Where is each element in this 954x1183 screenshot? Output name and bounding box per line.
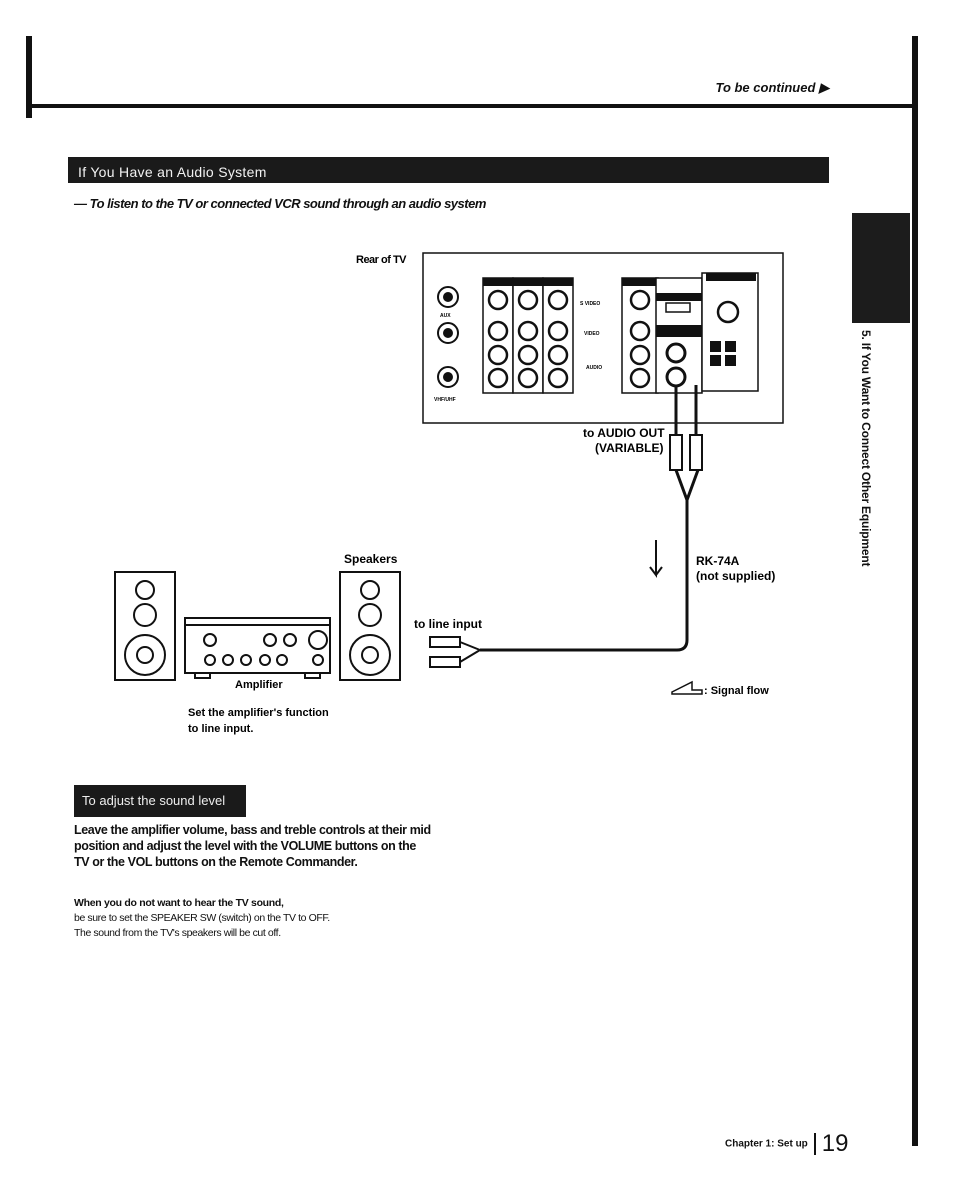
port-audio: AUDIO [586, 365, 602, 371]
adjust-title: To adjust the sound level [74, 785, 246, 817]
adjust-body: Leave the amplifier volume, bass and tre… [74, 823, 431, 869]
top-rule [30, 104, 912, 108]
line-input-plugs [429, 636, 483, 668]
amp-note-2: to line input. [188, 723, 253, 735]
speaker-switch [665, 302, 691, 313]
note-line-1: be sure to set the SPEAKER SW (switch) o… [74, 912, 330, 924]
chapter-side-title-text: 5. If You Want to Connect Other Equipmen… [859, 330, 873, 567]
connection-diagram: Rear of TV AUX VHF/UHF S VIDEO VIDEO AUD… [114, 252, 784, 735]
page-number: 19 [821, 1130, 849, 1157]
port-vhf-uhf: VHF/UHF [434, 397, 456, 403]
to-audio-out-label: to AUDIO OUT [583, 426, 665, 440]
audio-cable [480, 385, 703, 652]
video-input-jacks [487, 289, 569, 389]
speakers-label: Speakers [344, 552, 398, 566]
amplifier-label: Amplifier [235, 679, 283, 691]
port-s-video: S VIDEO [580, 301, 600, 307]
amp-note-1: Set the amplifier's function [188, 707, 329, 719]
port-video: VIDEO [584, 331, 600, 337]
monitor-out-block [621, 277, 659, 394]
chapter-label: Chapter 1: Set up [725, 1138, 808, 1150]
cable-model: RK-74A [696, 554, 740, 568]
chapter-side-title: 5. If You Want to Connect Other Equipmen… [847, 330, 877, 590]
video-input-blocks [482, 277, 574, 394]
antenna-jacks [437, 286, 459, 388]
speaker-terminal-block [701, 272, 759, 392]
cable-note: (not supplied) [696, 569, 775, 583]
note-heading: When you do not want to hear the TV soun… [74, 897, 284, 909]
to-be-continued: To be continued ▶ [715, 80, 829, 95]
rear-tv-label: Rear of TV [356, 254, 407, 266]
section-title: If You Have an Audio System [68, 157, 829, 183]
amplifier [184, 617, 331, 679]
footer-divider [813, 1133, 816, 1155]
section-subtitle: — To listen to the TV or connected VCR s… [74, 196, 486, 211]
signal-arrow [649, 540, 663, 578]
right-speaker [339, 571, 401, 681]
to-line-input-label: to line input [414, 617, 482, 631]
note-line-2: The sound from the TV's speakers will be… [74, 927, 281, 939]
signal-flow-icon [671, 680, 703, 695]
port-aux: AUX [440, 313, 451, 319]
variable-label: (VARIABLE) [595, 441, 663, 455]
signal-flow-label: : Signal flow [704, 685, 769, 697]
right-rule [912, 36, 918, 1146]
page-footer: Chapter 1: Set up 19 [725, 1130, 849, 1158]
left-speaker [114, 571, 176, 681]
left-rule [26, 36, 32, 118]
chapter-tab [852, 213, 910, 323]
